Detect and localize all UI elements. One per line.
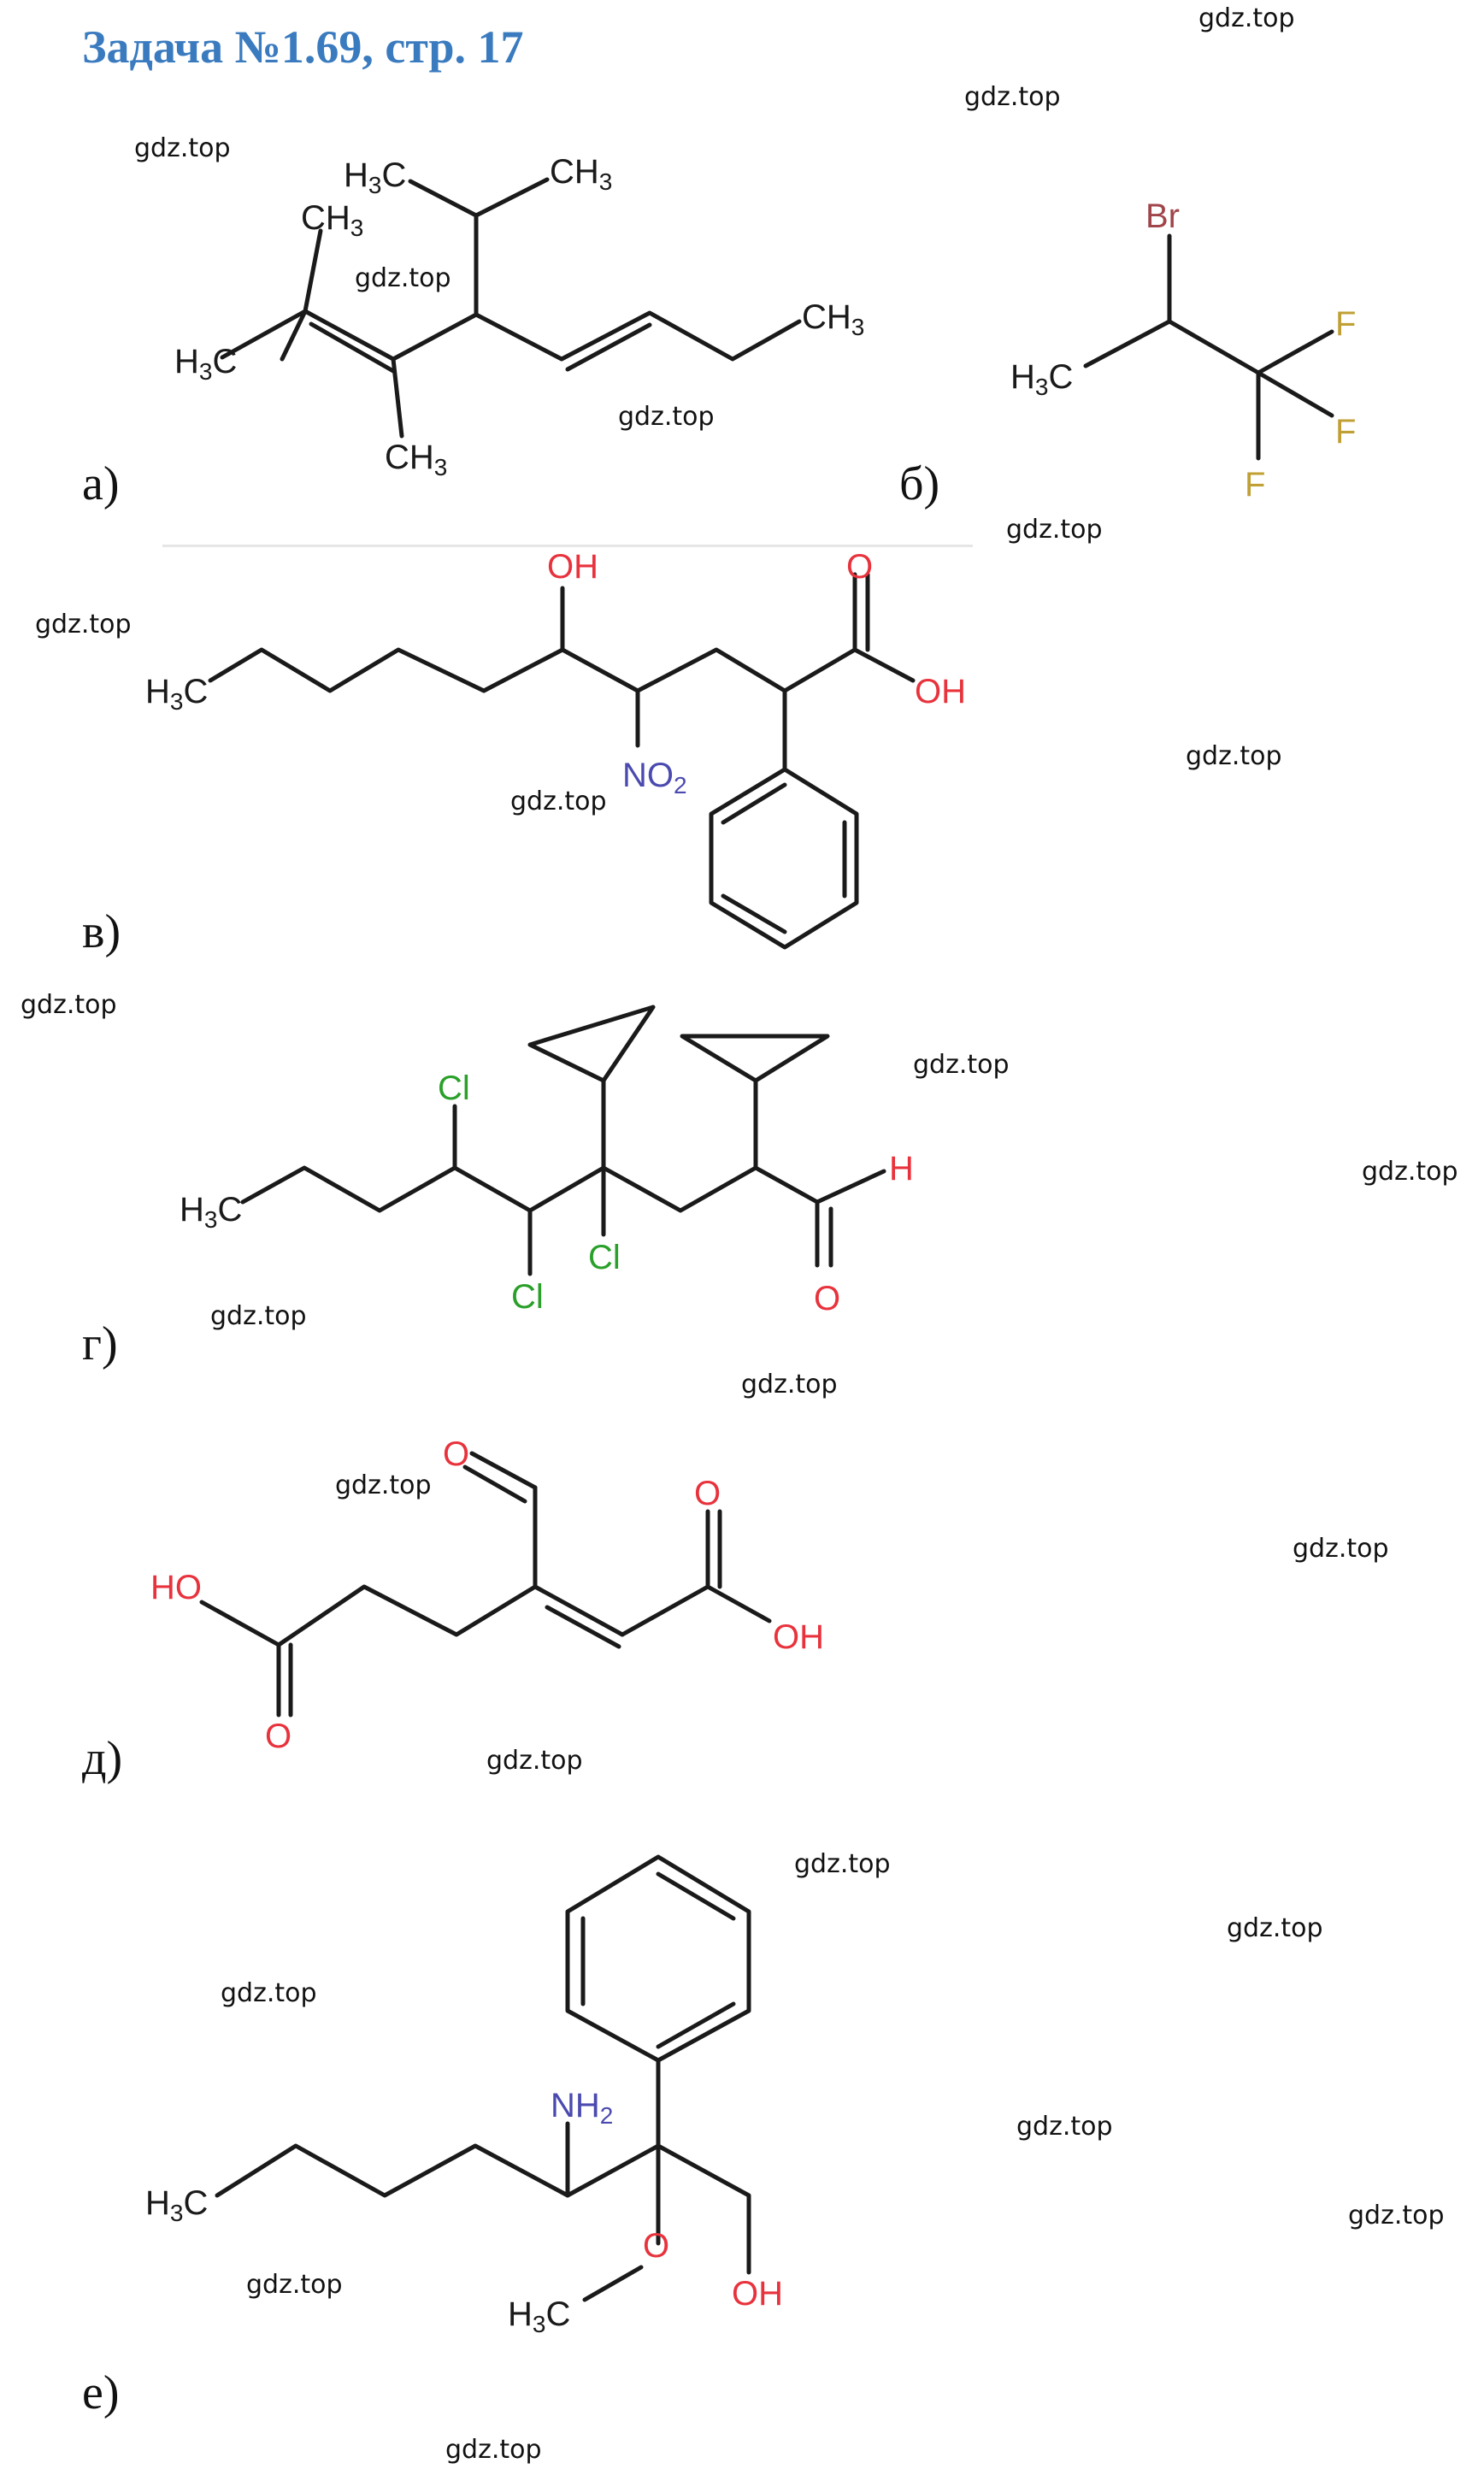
watermark: gdz.top	[794, 1849, 891, 1879]
watermark: gdz.top	[1348, 2201, 1445, 2230]
molecule-d: O O HO OH O	[150, 1435, 824, 1755]
watermark: gdz.top	[913, 1050, 1010, 1080]
watermark: gdz.top	[1198, 3, 1295, 33]
atom-ch3: CH3	[550, 153, 612, 195]
watermark: gdz.top	[964, 82, 1061, 112]
watermark: gdz.top	[1362, 1157, 1458, 1187]
watermark: gdz.top	[445, 2435, 542, 2465]
label-b: б)	[899, 457, 940, 510]
watermark: gdz.top	[510, 787, 607, 816]
atom-h3c: H3C	[145, 2184, 208, 2226]
atom-h3c: H3C	[145, 673, 208, 715]
watermark: gdz.top	[486, 1746, 583, 1776]
atom-cl: Cl	[511, 1278, 544, 1316]
watermark: gdz.top	[221, 1978, 317, 2008]
watermark: gdz.top	[618, 402, 715, 432]
watermark: gdz.top	[210, 1301, 307, 1331]
atom-f: F	[1335, 305, 1356, 343]
atom-no2: NO2	[622, 757, 687, 798]
atom-ch3: CH3	[802, 298, 864, 340]
molecule-b: Br H3C F F F	[1010, 197, 1356, 504]
label-d: д)	[82, 1732, 123, 1785]
watermark: gdz.top	[1293, 1534, 1389, 1564]
molecule-e: H3C NH2 O H3C OH	[145, 1854, 783, 2337]
atom-h: H	[889, 1150, 914, 1187]
molecule-a: H3C CH3 CH3 H3C CH3 CH3	[174, 153, 864, 480]
atom-ch3: CH3	[385, 439, 447, 480]
watermark: gdz.top	[335, 1470, 432, 1500]
watermark: gdz.top	[355, 263, 451, 293]
atom-oh: OH	[547, 548, 598, 586]
atom-o: O	[846, 548, 873, 586]
watermark: gdz.top	[1227, 1913, 1323, 1943]
atom-cl: Cl	[438, 1070, 470, 1107]
molecule-g: H3C Cl Cl Cl H O	[180, 1005, 914, 1317]
watermark: gdz.top	[35, 610, 132, 639]
label-e: е)	[82, 2366, 120, 2419]
atom-h3c: H3C	[1010, 358, 1073, 400]
label-v: в)	[82, 905, 121, 958]
atom-f: F	[1335, 413, 1356, 451]
atom-oh: OH	[732, 2275, 783, 2313]
watermark: gdz.top	[1186, 741, 1282, 771]
molecule-v: H3C OH NO2 O OH	[145, 548, 966, 950]
watermark: gdz.top	[134, 133, 231, 163]
atom-oh: OH	[773, 1618, 824, 1656]
atom-f: F	[1245, 466, 1265, 504]
watermark: gdz.top	[21, 990, 117, 1020]
atom-h3c: H3C	[174, 343, 237, 385]
atom-h3c: H3C	[508, 2295, 570, 2337]
atom-ho: HO	[150, 1569, 202, 1606]
atom-ch3: CH3	[301, 199, 363, 241]
atom-h3c: H3C	[180, 1191, 242, 1233]
atom-cl: Cl	[588, 1239, 621, 1276]
atom-o: O	[265, 1718, 292, 1755]
atom-o: O	[443, 1435, 469, 1473]
atom-o: O	[814, 1280, 840, 1317]
watermark: gdz.top	[741, 1370, 838, 1399]
atom-oh: OH	[915, 673, 966, 710]
atom-o: O	[694, 1475, 721, 1512]
divider	[162, 545, 973, 547]
page-title: Задача №1.69, стр. 17	[82, 21, 524, 73]
atom-o: O	[643, 2227, 669, 2265]
atom-h3c: H3C	[344, 156, 406, 198]
watermark: gdz.top	[1006, 515, 1103, 545]
watermark: gdz.top	[1016, 2112, 1113, 2142]
label-g: г)	[82, 1317, 118, 1370]
atom-nh2: NH2	[551, 2087, 613, 2129]
watermark: gdz.top	[246, 2270, 343, 2300]
label-a: а)	[82, 457, 120, 510]
atom-br: Br	[1145, 197, 1180, 235]
